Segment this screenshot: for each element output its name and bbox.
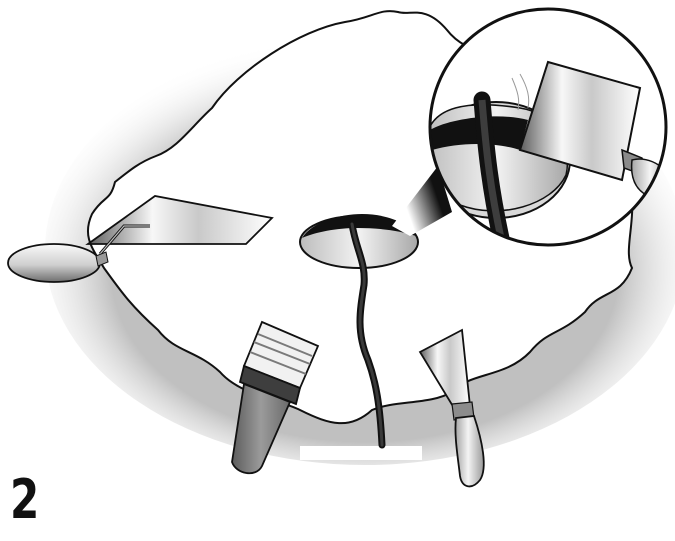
trowel [7, 195, 274, 283]
paint-brush [231, 320, 320, 475]
step-number: 2 [10, 468, 40, 531]
magnifier-beam [392, 166, 452, 236]
small-spatula [418, 328, 485, 488]
magnified-hole-inset [428, 7, 668, 247]
trowel-handle [7, 243, 101, 283]
slab-edge-notch [300, 446, 422, 460]
